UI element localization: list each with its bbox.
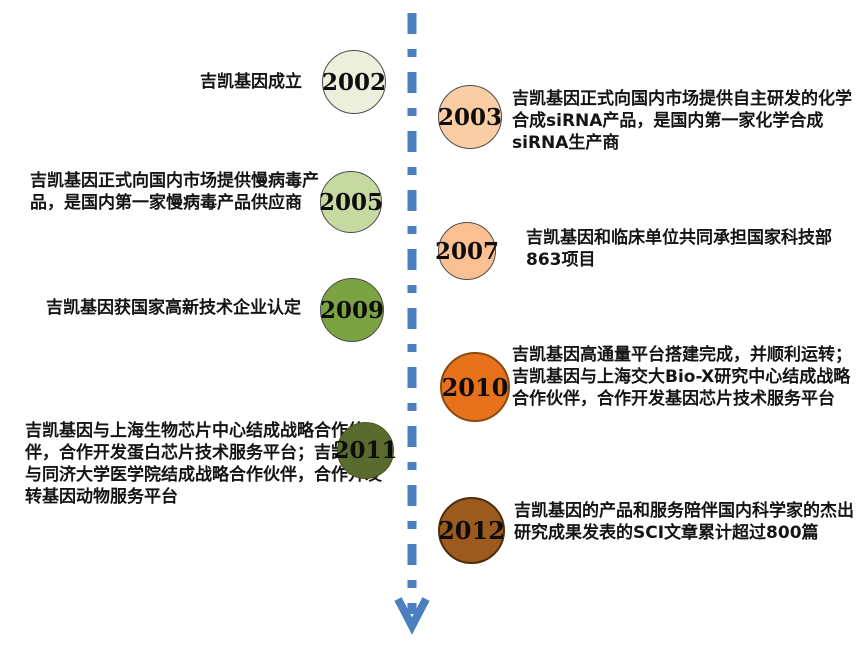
event-description: 吉凯基因和临床单位共同承担国家科技部863项目: [526, 228, 832, 270]
year-circle: 2003: [438, 85, 502, 149]
year-circle: 2010: [440, 352, 510, 422]
year-label: 2002: [322, 68, 387, 96]
event-description: 吉凯基因的产品和服务陪伴国内科学家的杰出研究成果发表的SCI文章累计超过800篇: [514, 501, 854, 543]
year-label: 2011: [333, 437, 398, 464]
year-circle: 2002: [322, 50, 386, 114]
event-description: 吉凯基因成立: [200, 72, 302, 92]
event-description: 吉凯基因正式向国内市场提供慢病毒产品，是国内第一家慢病毒产品供应商: [30, 171, 319, 213]
year-label: 2009: [320, 296, 385, 324]
arrow-down-icon: [394, 597, 430, 635]
timeline-axis: [394, 13, 430, 635]
year-label: 2012: [438, 516, 505, 545]
year-label: 2003: [438, 103, 503, 131]
year-circle: 2005: [319, 171, 384, 233]
event-description: 吉凯基因高通量平台搭建完成，并顺利运转；吉凯基因与上海交大Bio-X研究中心结成…: [512, 345, 852, 409]
year-label: 2010: [441, 372, 509, 402]
year-label: 2005: [319, 188, 384, 216]
year-circle: 2012: [438, 497, 505, 564]
event-description: 吉凯基因与上海生物芯片中心结成战略合作伙伴，合作开发蛋白芯片技术服务平台；吉凯基…: [25, 421, 382, 507]
event-description: 吉凯基因获国家高新技术企业认定: [46, 298, 301, 318]
year-circle: 2007: [435, 222, 500, 280]
year-circle: 2011: [334, 422, 398, 479]
event-description: 吉凯基因正式向国内市场提供自主研发的化学合成siRNA产品，是国内第一家化学合成…: [512, 89, 852, 153]
year-circle: 2009: [320, 278, 384, 342]
year-label: 2007: [435, 237, 500, 265]
